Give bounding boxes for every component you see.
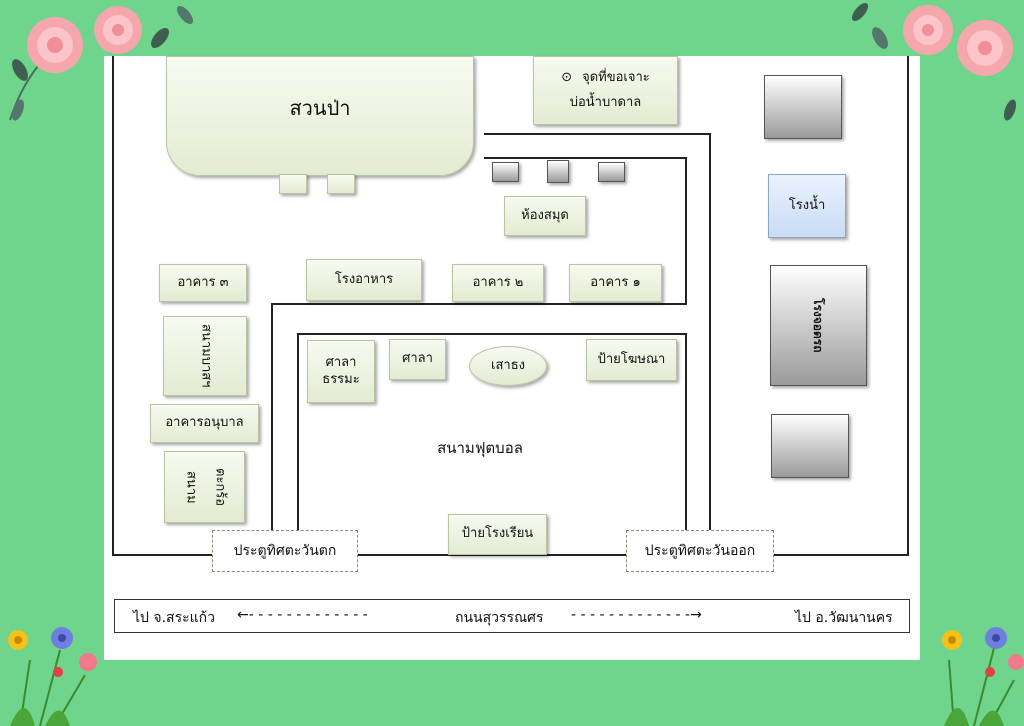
west-gate: ประตูทิศตะวันตก [212,530,358,572]
east-gate: ประตูทิศตะวันออก [626,530,774,572]
target-point-icon: ⊙ [561,69,573,85]
road-left-arrow: ←- - - - - - - - - - - - - [237,607,368,623]
takraw-court-label-a: สนาม [183,470,199,504]
path-middle-vertical [271,303,273,530]
park-step-left [279,174,307,194]
canteen: โรงอาหาร [306,259,422,301]
kindergarten-building: อาคารอนุบาล [150,404,259,443]
path-inner-top [484,157,687,159]
boundary-right-wall [907,56,909,556]
garage-label: โรงจอดรถ [811,298,825,353]
road-left-destination: ไป จ.สระแก้ว [133,610,215,626]
field-top [297,333,687,335]
boundary-bottom-right [774,554,908,556]
gray-building-bottom [771,414,849,478]
pavilion: ศาลา [389,339,446,380]
path-outer-top [484,133,711,135]
well-label-line1: ⊙จุดที่ขอเจาะ [561,69,650,85]
dharma-pavilion: ศาลา ธรรมะ [307,340,375,403]
forest-park: สวนป่า [166,56,474,176]
path-inner-right [685,157,687,305]
garage: โรงจอดรถ [770,265,867,386]
school-sign: ป้ายโรงเรียน [448,514,547,555]
flower-decoration-bottom-left-icon [8,627,97,726]
road-right-arrow: - - - - - - - - - - - - -→ [571,607,702,623]
flagpole: เสาธง [469,346,547,386]
road-name: ถนนสุวรรณศร [455,610,544,626]
building-2: อาคาร ๒ [452,264,544,302]
small-building-1 [492,162,519,182]
path-middle-horizontal [271,303,687,305]
dharma-pavilion-label: ศาลา ธรรมะ [322,354,360,387]
flower-decoration-top-left-icon [9,5,194,121]
library: ห้องสมุด [504,196,586,236]
building-3: อาคาร ๓ [159,264,247,302]
gray-building-top [764,75,842,139]
building-1: อาคาร ๑ [569,264,662,302]
forest-park-label: สวนป่า [289,96,351,120]
boundary-left-wall [112,56,114,556]
boundary-bottom-middle [358,554,626,556]
park-step-right [327,174,355,194]
well-label-line2: บ่อน้ำบาดาล [569,94,642,110]
road-right-destination: ไป อ.วัฒนานคร [795,610,893,626]
small-building-3 [598,162,625,182]
basketball-court-label: สนามบาสฯ [198,324,214,388]
takraw-court: สนาม ตะกร้อ [164,451,245,523]
small-building-2 [547,160,569,183]
field-left [297,333,299,530]
groundwater-well-point: ⊙จุดที่ขอเจาะ บ่อน้ำบาดาล [533,56,678,125]
field-right [685,333,687,530]
main-road: ไป จ.สระแก้ว ←- - - - - - - - - - - - - … [114,599,910,633]
water-plant: โรงน้ำ [768,174,846,238]
billboard: ป้ายโฆษณา [586,339,677,381]
flower-decoration-top-right-icon [851,2,1017,121]
takraw-court-label-b: ตะกร้อ [212,467,228,507]
basketball-court: สนามบาสฯ [163,316,247,396]
flower-decoration-bottom-right-icon [942,627,1024,726]
football-field-label: สนามฟุตบอล [437,439,523,457]
boundary-bottom-left [112,554,212,556]
path-outer-right [709,133,711,530]
